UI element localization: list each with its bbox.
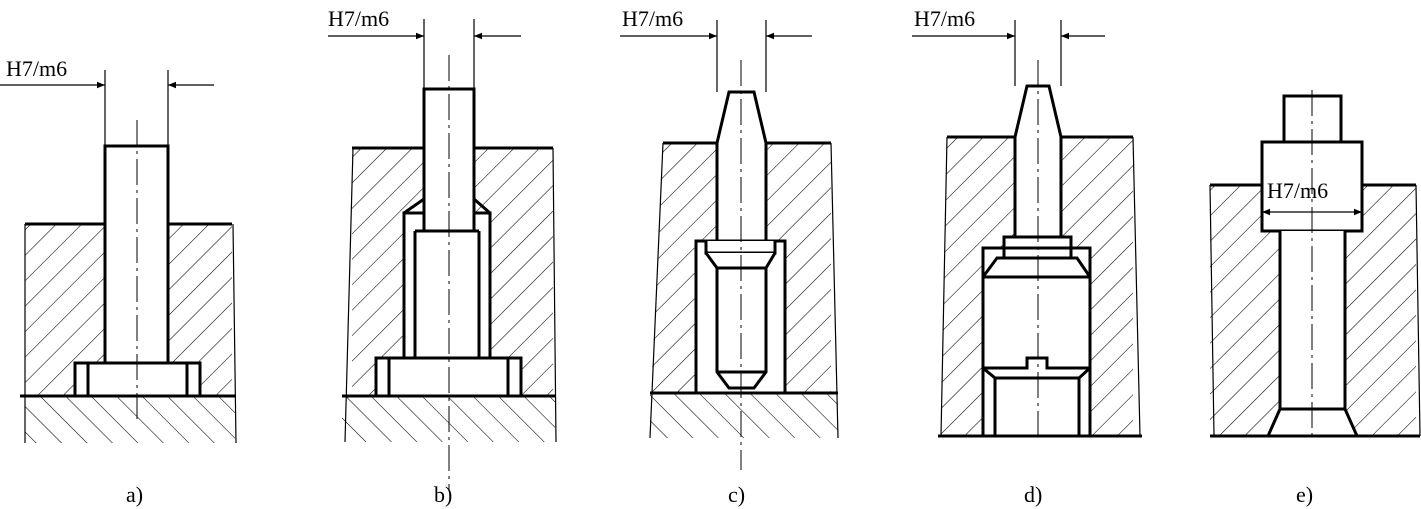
view-e-pin: [1260, 90, 1364, 440]
view-c-pin: [694, 60, 787, 470]
view-a-pin: [73, 120, 202, 420]
view-e: H7/m6 e): [1209, 90, 1421, 507]
view-b-fit-label: H7/m6: [328, 6, 389, 31]
view-c-caption: c): [728, 482, 745, 507]
view-d-body: [938, 135, 1142, 438]
view-b-body: [342, 146, 557, 443]
view-c-body: [649, 141, 839, 439]
view-b-pin: [374, 55, 523, 490]
view-e-fit-label: H7/m6: [1267, 178, 1328, 203]
view-a-caption: a): [126, 482, 143, 507]
view-e-body: [1209, 183, 1421, 438]
view-b-fit-dimension: H7/m6: [328, 6, 521, 89]
view-a-fit-label: H7/m6: [6, 56, 67, 81]
view-d-caption: d): [1024, 482, 1042, 507]
view-c-fit-dimension: H7/m6: [620, 6, 812, 92]
view-c: H7/m6 c): [620, 6, 839, 507]
view-d-fit-dimension: H7/m6: [912, 6, 1105, 86]
view-d-fit-label: H7/m6: [914, 6, 975, 31]
view-a-fit-dimension: H7/m6: [0, 56, 214, 146]
view-d-pin: [981, 60, 1092, 440]
view-a: H7/m6 a): [0, 56, 237, 507]
view-c-fit-label: H7/m6: [622, 6, 683, 31]
view-a-body: [20, 222, 237, 444]
view-e-caption: e): [1296, 482, 1313, 507]
view-e-fit-dimension: H7/m6: [1262, 178, 1362, 216]
view-d: H7/m6 d): [912, 6, 1142, 507]
view-b: H7/m6 b): [328, 6, 557, 507]
view-b-caption: b): [434, 482, 452, 507]
